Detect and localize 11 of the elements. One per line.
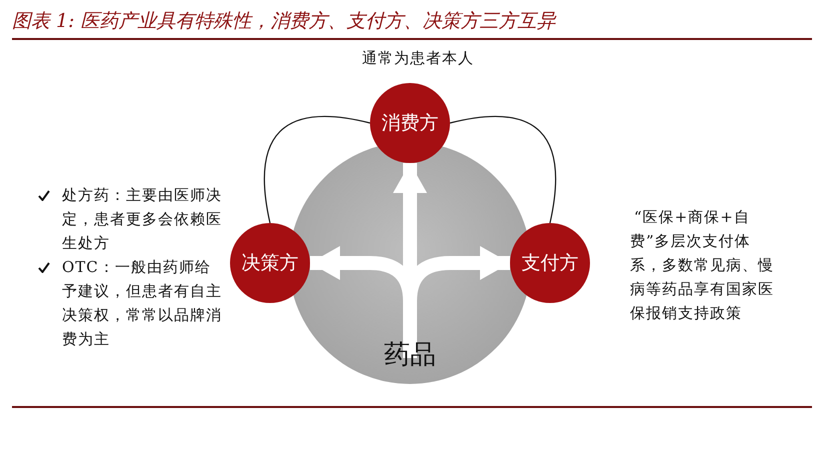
note-text: 处方药：主要由医师决定，患者更多会依赖医生处方 — [62, 185, 222, 254]
note-text: 通常为患者本人 — [362, 48, 475, 69]
circle-label: 支付方 — [522, 251, 578, 276]
note-text: OTC：一般由药师给予建议，但患者有自主决策权，常常以品牌消费为主 — [62, 257, 222, 350]
circle-label: 消费方 — [382, 111, 438, 136]
connector-line — [264, 116, 370, 224]
note-text: “医保+商保+自费”多层次支付体系，多数常见病、慢病等药品享有国家医保报销支持政策 — [630, 207, 775, 324]
circle-label: 决策方 — [242, 251, 298, 276]
circle-label: 药品 — [384, 339, 436, 372]
connector-line — [450, 116, 556, 224]
chart-title: 图表 1: 医药产业具有特殊性，消费方、支付方、决策方三方互异 — [12, 9, 556, 34]
